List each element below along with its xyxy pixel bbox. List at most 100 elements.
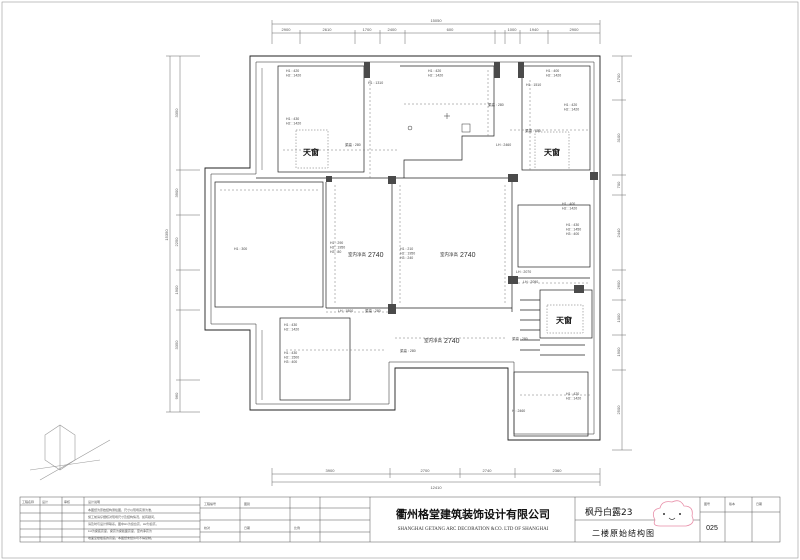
dim-left-total: 15350 — [164, 229, 169, 241]
sheet-number: 025 — [706, 525, 718, 532]
dim-right-seg-1: 1700 — [616, 73, 621, 83]
svg-text:2740: 2740 — [444, 338, 460, 345]
dim-top-seg-5: 600 — [447, 27, 454, 32]
svg-text:梁高 : 280: 梁高 : 280 — [345, 142, 361, 147]
dim-left-seg-4: 1900 — [174, 285, 179, 295]
right-dimensions — [612, 55, 632, 451]
skylight-label-3: 天窗 — [556, 315, 572, 325]
svg-text:LH为梁底高度，梁高为梁截面高度，室内净高为: LH为梁底高度，梁高为梁截面高度，室内净高为 — [88, 528, 152, 533]
svg-text:图别: 图别 — [244, 501, 250, 506]
company-name-en: SHANGHAI GETANG ARC DECORATION &CO. LTD … — [398, 527, 549, 532]
svg-text:H : 2460: H : 2460 — [512, 409, 525, 413]
svg-text:LH : 1800: LH : 1800 — [338, 309, 353, 313]
dim-top-total: 15050 — [430, 18, 442, 23]
svg-text:LH : 2460: LH : 2460 — [496, 143, 511, 147]
skylight-frames — [295, 129, 584, 334]
ceiling-height-1: 室内净高 2740 — [348, 251, 384, 259]
left-dim-labels: 3350 3900 2250 1900 3350 960 15350 — [164, 108, 179, 400]
svg-text:施工前请仔细核对现场尺寸及结构情况，如有疑问，: 施工前请仔细核对现场尺寸及结构情况，如有疑问， — [88, 514, 157, 519]
cloud-logo — [652, 500, 694, 527]
skylight-label-1: 天窗 — [303, 147, 319, 157]
svg-text:日期: 日期 — [244, 525, 250, 530]
dim-left-seg-3: 2250 — [174, 237, 179, 247]
interior-walls — [214, 65, 593, 437]
dim-right-seg-7: 1900 — [616, 347, 621, 357]
svg-text:工程名称: 工程名称 — [22, 499, 34, 504]
dim-left-seg-2: 3900 — [174, 188, 179, 198]
dim-top-seg-3: 1700 — [363, 27, 373, 32]
dim-top-seg-8: 2900 — [570, 27, 580, 32]
dim-top-seg-2: 2610 — [323, 27, 333, 32]
svg-text:LH : 2090: LH : 2090 — [523, 280, 538, 284]
dim-bottom-total: 12410 — [430, 485, 442, 490]
top-dimensions — [271, 20, 601, 44]
svg-text:梁高 : 280: 梁高 : 280 — [400, 348, 416, 353]
project-name: 枫丹白露23 — [585, 506, 632, 518]
dim-top-seg-6: 1000 — [508, 27, 518, 32]
left-dimensions — [166, 55, 200, 413]
svg-text:H1 : 300: H1 : 300 — [234, 247, 247, 251]
svg-text:梁高 : 450: 梁高 : 450 — [525, 128, 541, 133]
company-name-cn: 衢州格堂建筑装饰设计有限公司 — [396, 507, 550, 521]
dim-bottom-seg-3: 2740 — [483, 468, 493, 473]
dim-right-seg-2: 3100 — [616, 133, 621, 143]
svg-text:请及时与设计师联系。图中H1为窗台高，H2为窗高，: 请及时与设计师联系。图中H1为窗台高，H2为窗高， — [88, 521, 159, 526]
svg-text:审核: 审核 — [64, 499, 70, 504]
dim-left-seg-5: 3350 — [174, 340, 179, 350]
dim-right-seg-3: 700 — [616, 181, 621, 188]
title-block-left-cells: 工程名称 设计 审核 工程编号 图别 校对 日期 比例 — [22, 499, 300, 530]
columns — [326, 62, 598, 314]
svg-text:比例: 比例 — [294, 525, 300, 530]
svg-text:梁高 : 280: 梁高 : 280 — [488, 102, 504, 107]
drawing-title: 二楼原始结构图 — [592, 528, 655, 538]
title-block-right-cells: 图号 版本 日期 — [704, 501, 762, 506]
outer-walls — [204, 55, 601, 441]
dim-bottom-seg-2: 2700 — [421, 468, 431, 473]
svg-text:梁高 : 280: 梁高 : 280 — [365, 308, 381, 313]
svg-text:本图纸为原始结构测绘图，尺寸以现场实测为准，: 本图纸为原始结构测绘图，尺寸以现场实测为准， — [88, 507, 154, 512]
svg-text:2740: 2740 — [460, 252, 476, 259]
svg-text:图号: 图号 — [704, 501, 710, 506]
ceiling-height-3: 室内净高 2740 — [424, 337, 460, 345]
svg-text:梁高 : 280: 梁高 : 280 — [512, 336, 528, 341]
svg-text:日期: 日期 — [756, 501, 762, 506]
ceiling-height-2: 室内净高 2740 — [440, 251, 476, 259]
design-notes: 设计说明 本图纸为原始结构测绘图，尺寸以现场实测为准， 施工前请仔细核对现场尺寸… — [88, 499, 159, 540]
dim-right-seg-4: 2440 — [616, 228, 621, 238]
dim-bottom-seg-1: 3900 — [326, 468, 336, 473]
beam-dashes — [220, 70, 590, 396]
dim-right-seg-6: 1000 — [616, 313, 621, 323]
svg-text:LH : 2070: LH : 2070 — [516, 270, 531, 274]
svg-text:工程编号: 工程编号 — [204, 501, 216, 506]
svg-text:室内净高: 室内净高 — [440, 251, 458, 258]
svg-text:室内净高: 室内净高 — [424, 337, 442, 344]
svg-text:H1 : 1510: H1 : 1510 — [526, 83, 541, 87]
dim-left-seg-6: 960 — [174, 392, 179, 399]
svg-text:设计: 设计 — [42, 499, 48, 504]
svg-text:2740: 2740 — [368, 252, 384, 259]
dim-right-seg-8: 2500 — [616, 405, 621, 415]
dim-bottom-seg-4: 2360 — [553, 468, 563, 473]
dim-top-seg-4: 2400 — [388, 27, 398, 32]
svg-text:设计说明: 设计说明 — [88, 499, 100, 504]
dim-left-seg-1: 3350 — [174, 108, 179, 118]
bottom-dimensions — [271, 468, 601, 486]
svg-text:版本: 版本 — [729, 501, 735, 506]
dim-top-seg-7: 1940 — [530, 27, 540, 32]
fixture-marks — [407, 113, 471, 133]
title-block — [19, 496, 781, 543]
svg-text:校对: 校对 — [204, 525, 210, 530]
